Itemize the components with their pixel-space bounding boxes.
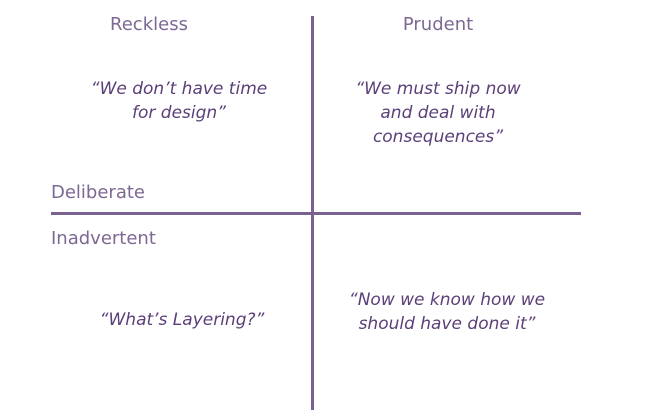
column-label-reckless: Reckless (110, 14, 188, 35)
row-label-deliberate: Deliberate (51, 182, 145, 203)
quadrant-quote-reckless-deliberate: “We don’t have time for design” (90, 79, 268, 123)
quadrant-quote-prudent-inadvertent: “Now we know how we should have done it” (348, 290, 546, 334)
row-label-inadvertent: Inadvertent (51, 228, 156, 249)
horizontal-axis (51, 212, 581, 215)
quadrant-quote-reckless-inadvertent: “What’s Layering?” (99, 310, 265, 330)
quadrant-quote-prudent-deliberate: “We must ship now and deal with conseque… (355, 79, 521, 147)
column-label-prudent: Prudent (402, 14, 474, 35)
